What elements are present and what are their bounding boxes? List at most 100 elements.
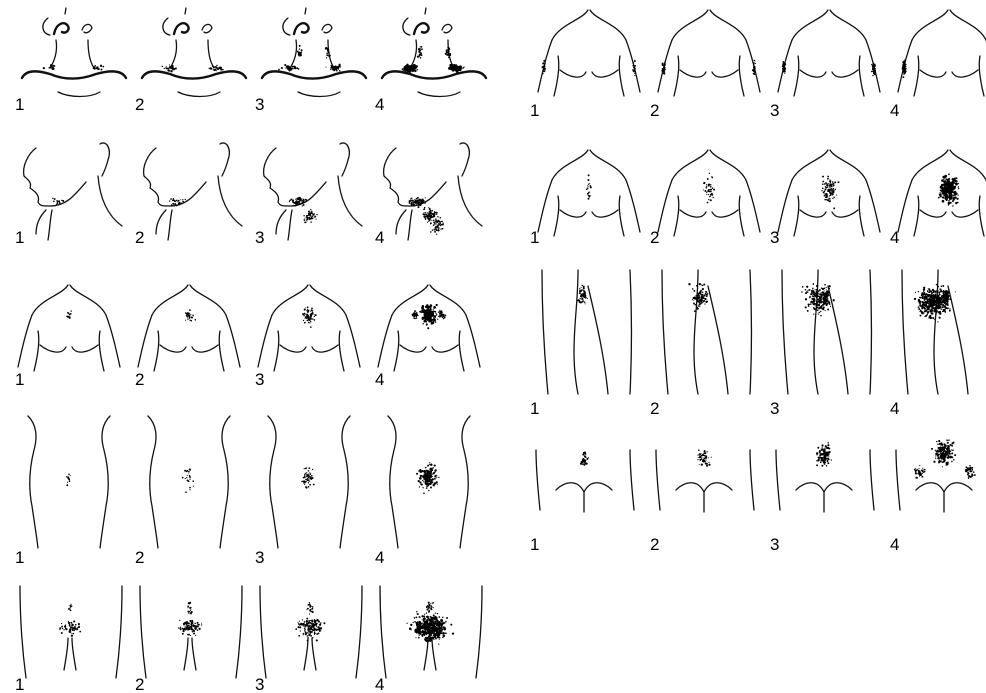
panel-number-label: 2: [135, 228, 144, 247]
panel-number-label: 1: [15, 548, 24, 567]
upper-lip-illustration: [382, 8, 486, 97]
panel-number-label: 1: [15, 95, 24, 114]
chin-illustration: [384, 143, 482, 240]
row-chin: 1 2 3 4: [15, 143, 482, 247]
panel-upper-arm-grade-3: 3: [770, 10, 880, 120]
panel-thigh-grade-3: 3: [770, 270, 872, 418]
panel-number-label: 3: [255, 228, 264, 247]
lower-back-illustration: [656, 450, 754, 512]
panel-upper-abdomen-grade-3: 3: [255, 416, 350, 567]
thigh-illustration: [782, 270, 872, 394]
panel-upper-arm-grade-4: 4: [890, 10, 986, 120]
chest-illustration: [378, 285, 480, 371]
panel-number-label: 1: [530, 535, 539, 554]
panel-upper-back-grade-1: 1: [530, 150, 640, 247]
panel-thigh-grade-2: 2: [650, 270, 752, 418]
panel-number-label: 1: [530, 228, 539, 247]
panel-upper-arm-grade-2: 2: [650, 10, 760, 120]
panel-number-label: 2: [135, 95, 144, 114]
panel-chest-grade-1: 1: [15, 285, 120, 389]
panel-upper-lip-grade-1: 1: [15, 8, 126, 114]
chest-illustration: [258, 285, 360, 371]
upper-lip-illustration: [262, 8, 366, 97]
panel-number-label: 1: [530, 101, 539, 120]
panel-upper-back-grade-4: 4: [890, 150, 986, 247]
panel-number-label: 3: [770, 228, 779, 247]
panel-number-label: 1: [15, 370, 24, 389]
upper-arm-illustration: [538, 10, 640, 96]
panel-chin-grade-3: 3: [255, 143, 362, 247]
chest-illustration: [138, 285, 240, 371]
lower-abdomen-illustration: [140, 586, 242, 678]
panel-number-label: 4: [375, 675, 384, 693]
upper-back-illustration: [658, 150, 760, 236]
chin-illustration: [144, 143, 242, 240]
upper-abdomen-illustration: [388, 416, 470, 548]
panel-number-label: 3: [255, 548, 264, 567]
panel-upper-abdomen-grade-1: 1: [15, 416, 110, 567]
panel-thigh-grade-4: 4: [890, 270, 986, 418]
upper-arm-illustration: [778, 10, 880, 96]
panel-lower-back-grade-4: 4: [890, 439, 986, 554]
panel-upper-lip-grade-3: 3: [255, 8, 366, 114]
panel-lower-abdomen-grade-3: 3: [255, 586, 362, 693]
panel-chin-grade-4: 4: [375, 143, 482, 247]
lower-abdomen-illustration: [380, 586, 482, 678]
panel-chest-grade-4: 4: [375, 285, 480, 389]
panel-number-label: 4: [375, 370, 384, 389]
lower-back-illustration: [536, 450, 634, 512]
thigh-illustration: [902, 270, 986, 394]
panel-upper-arm-grade-1: 1: [530, 10, 640, 120]
panel-number-label: 4: [890, 101, 899, 120]
row-upper-back: 1 2 3 4: [530, 150, 986, 247]
panel-upper-lip-grade-2: 2: [135, 8, 246, 114]
panel-number-label: 2: [650, 228, 659, 247]
upper-back-illustration: [778, 150, 880, 236]
upper-abdomen-illustration: [28, 416, 110, 548]
chest-illustration: [18, 285, 120, 371]
panel-number-label: 2: [135, 370, 144, 389]
panel-number-label: 3: [255, 370, 264, 389]
lower-back-illustration: [896, 439, 986, 512]
panel-number-label: 2: [650, 101, 659, 120]
panel-number-label: 4: [890, 535, 899, 554]
panel-number-label: 4: [890, 399, 899, 418]
panel-chest-grade-2: 2: [135, 285, 240, 389]
panel-number-label: 3: [770, 535, 779, 554]
chin-illustration: [24, 143, 122, 240]
upper-back-illustration: [898, 150, 986, 236]
panel-thigh-grade-1: 1: [530, 270, 632, 418]
panel-lower-back-grade-1: 1: [530, 450, 634, 554]
panel-lower-back-grade-3: 3: [770, 442, 874, 554]
panel-number-label: 1: [15, 228, 24, 247]
row-lower-abdomen: 1 2 3 4: [15, 586, 482, 693]
lower-back-illustration: [776, 442, 874, 512]
upper-arm-illustration: [658, 10, 760, 96]
panel-number-label: 2: [135, 675, 144, 693]
upper-lip-illustration: [142, 8, 246, 97]
panel-number-label: 3: [255, 675, 264, 693]
panel-upper-back-grade-2: 2: [650, 150, 760, 247]
panel-chin-grade-1: 1: [15, 143, 122, 247]
upper-back-illustration: [538, 150, 640, 236]
panel-number-label: 1: [530, 399, 539, 418]
thigh-illustration: [542, 270, 632, 394]
upper-arm-illustration: [898, 10, 986, 96]
thigh-illustration: [662, 270, 752, 394]
panel-chest-grade-3: 3: [255, 285, 360, 389]
panel-upper-back-grade-3: 3: [770, 150, 880, 247]
chin-illustration: [264, 143, 362, 240]
panel-chin-grade-2: 2: [135, 143, 242, 247]
lower-abdomen-illustration: [20, 586, 122, 678]
panel-upper-lip-grade-4: 4: [375, 8, 486, 114]
panel-lower-abdomen-grade-1: 1: [15, 586, 122, 693]
panel-number-label: 4: [375, 228, 384, 247]
panel-number-label: 2: [135, 548, 144, 567]
panel-upper-abdomen-grade-4: 4: [375, 416, 470, 567]
panel-number-label: 1: [15, 675, 24, 693]
